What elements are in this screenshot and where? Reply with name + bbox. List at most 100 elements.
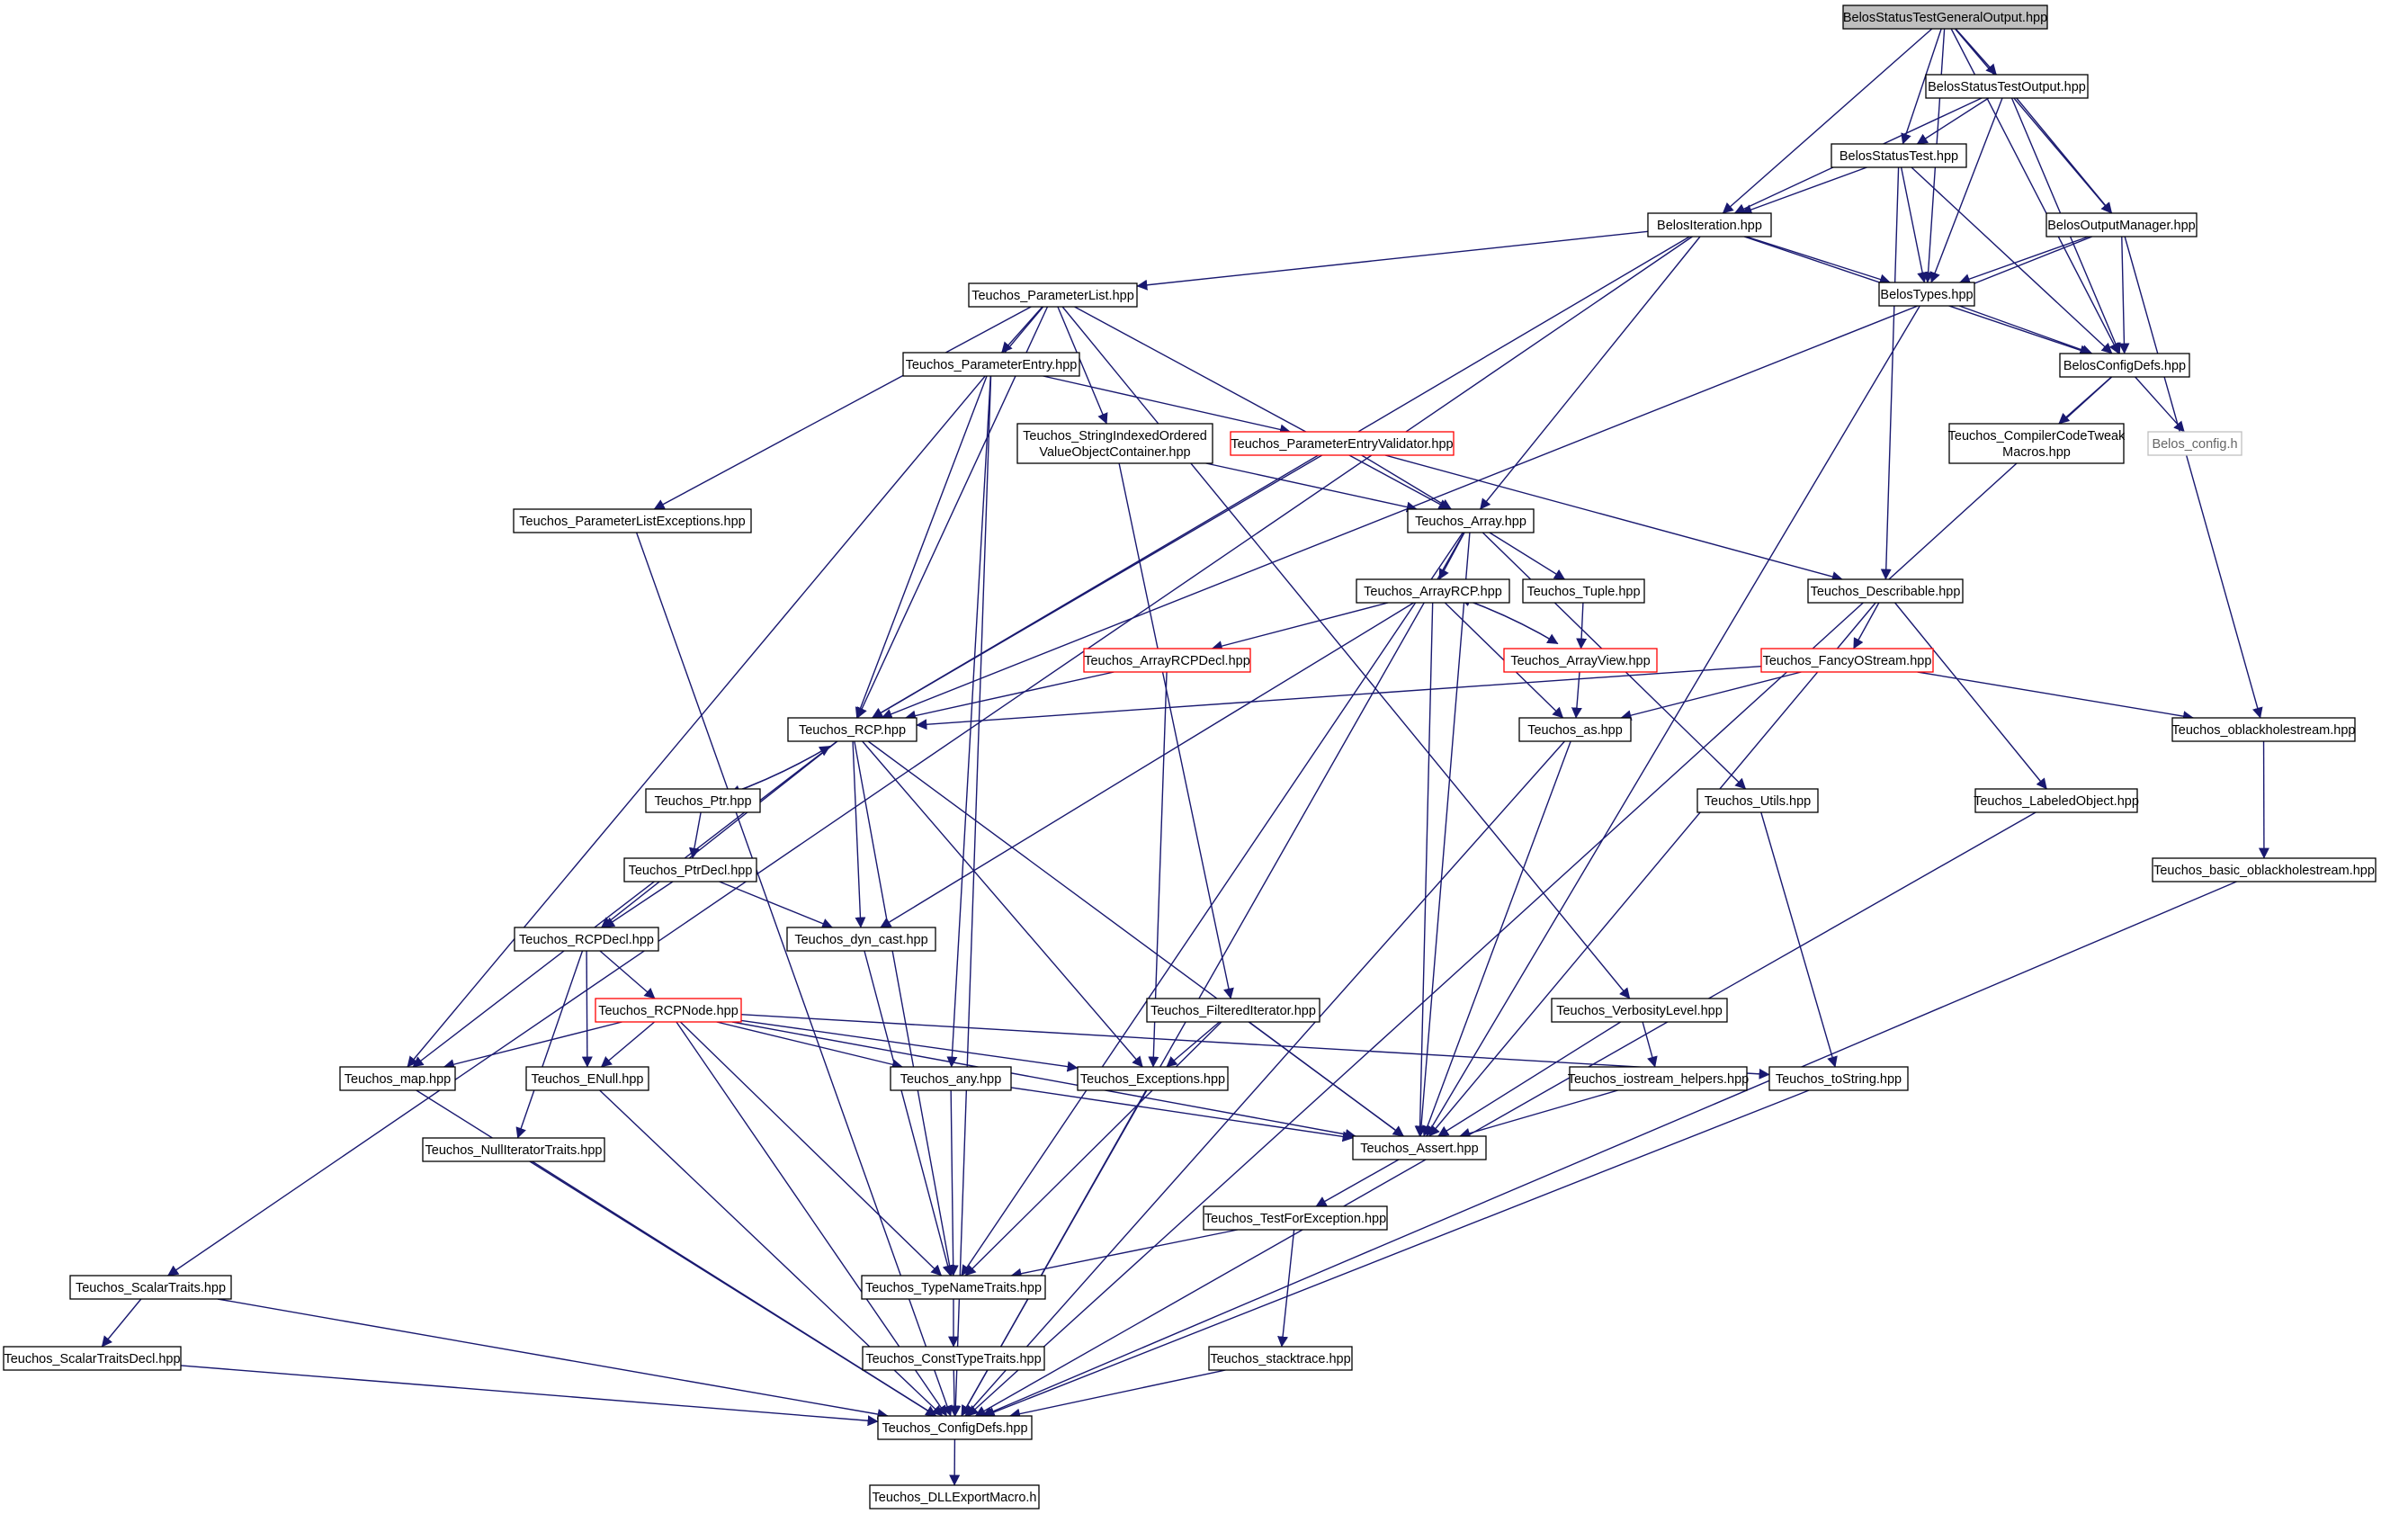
dependency-edge-stout-to-outmgr (2016, 97, 2113, 214)
file-node-arcp[interactable]: Teuchos_ArrayRCP.hpp (1356, 578, 1510, 604)
dependency-edge-pentry-to-tcfg (950, 375, 992, 1417)
dependency-edge-as-to-assert (1422, 740, 1571, 1137)
file-node-box (1878, 282, 1975, 307)
file-node-label: Teuchos_ParameterEntryValidator.hpp (1231, 437, 1453, 452)
file-node-dyncast[interactable]: Teuchos_dyn_cast.hpp (786, 927, 936, 952)
file-node-box (1407, 508, 1535, 533)
file-node-tuple[interactable]: Teuchos_Tuple.hpp (1522, 578, 1645, 604)
file-node-box (525, 1066, 649, 1091)
file-node-label: Teuchos_any.hpp (900, 1072, 1002, 1087)
file-node-box (623, 857, 757, 882)
file-node-stack[interactable]: Teuchos_stacktrace.hpp (1208, 1346, 1353, 1371)
file-node-rcpnode[interactable]: Teuchos_RCPNode.hpp (595, 998, 742, 1023)
file-node-labeled[interactable]: Teuchos_LabeledObject.hpp (1974, 788, 2139, 813)
dependency-edge-dyncast-to-typename (864, 950, 953, 1277)
file-node-box (69, 1275, 232, 1300)
file-node-box (1569, 1066, 1748, 1091)
file-node-tcfg[interactable]: Teuchos_ConfigDefs.hpp (877, 1415, 1033, 1440)
file-node-types[interactable]: BelosTypes.hpp (1878, 282, 1975, 307)
dependency-edge-filtiter-to-typename (964, 1021, 1222, 1277)
file-node-typename[interactable]: Teuchos_TypeNameTraits.hpp (861, 1275, 1046, 1300)
file-node-label: BelosTypes.hpp (1880, 288, 1973, 302)
file-node-scalardecl[interactable]: Teuchos_ScalarTraitsDecl.hpp (3, 1346, 182, 1371)
dependency-edge-pev-to-descr (1384, 454, 1843, 582)
file-node-box (513, 508, 752, 533)
file-node-label: Teuchos_LabeledObject.hpp (1974, 794, 2139, 809)
file-node-root: BelosStatusTestGeneralOutput.hpp (1842, 4, 2048, 30)
file-node-verb[interactable]: Teuchos_VerbosityLevel.hpp (1551, 998, 1728, 1023)
file-node-sioc[interactable]: Teuchos_StringIndexedOrderedValueObjectC… (1016, 423, 1213, 464)
dependency-edge-rcpnode-to-tostring (740, 1014, 1770, 1080)
file-node-ptrdecl[interactable]: Teuchos_PtrDecl.hpp (623, 857, 757, 882)
file-node-pev[interactable]: Teuchos_ParameterEntryValidator.hpp (1230, 431, 1455, 456)
file-node-testexc[interactable]: Teuchos_TestForException.hpp (1203, 1205, 1388, 1231)
dependency-edge-arcp-to-assert (1414, 602, 1434, 1137)
dependency-edge-scalardecl-to-tcfg (180, 1365, 879, 1427)
file-node-label: Teuchos_ConstTypeTraits.hpp (865, 1352, 1041, 1366)
file-node-bconfig[interactable]: Belos_config.h (2147, 431, 2242, 456)
file-node-dll[interactable]: Teuchos_DLLExportMacro.h (869, 1484, 1040, 1510)
file-node-boblack[interactable]: Teuchos_basic_oblackholestream.hpp (2152, 857, 2377, 882)
dependency-edge-outmgr-to-rcp (881, 236, 2093, 720)
file-node-iter[interactable]: BelosIteration.hpp (1647, 212, 1772, 237)
file-node-utils[interactable]: Teuchos_Utils.hpp (1696, 788, 1819, 813)
dependency-edge-root-to-iter (1722, 28, 1933, 214)
file-node-nulliter[interactable]: Teuchos_NullIteratorTraits.hpp (422, 1137, 605, 1162)
file-node-ioshelp[interactable]: Teuchos_iostream_helpers.hpp (1568, 1066, 1750, 1091)
file-node-label: Teuchos_FilteredIterator.hpp (1150, 1004, 1316, 1018)
file-node-plist[interactable]: Teuchos_ParameterList.hpp (968, 282, 1138, 308)
file-node-enull[interactable]: Teuchos_ENull.hpp (525, 1066, 649, 1091)
file-node-box (2171, 717, 2356, 742)
dependency-edge-st-to-descr (1880, 166, 1900, 580)
file-node-plex[interactable]: Teuchos_ParameterListExceptions.hpp (513, 508, 752, 533)
file-node-arcpdecl[interactable]: Teuchos_ArrayRCPDecl.hpp (1083, 648, 1251, 673)
file-node-aview[interactable]: Teuchos_ArrayView.hpp (1503, 648, 1658, 673)
file-node-filtiter[interactable]: Teuchos_FilteredIterator.hpp (1146, 998, 1320, 1023)
file-node-outmgr[interactable]: BelosOutputManager.hpp (2045, 212, 2198, 237)
file-node-descr[interactable]: Teuchos_Describable.hpp (1807, 578, 1964, 604)
file-node-assert[interactable]: Teuchos_Assert.hpp (1352, 1135, 1487, 1160)
file-node-pentry[interactable]: Teuchos_ParameterEntry.hpp (902, 352, 1080, 377)
dependency-edge-outmgr-to-cfgdefs (2118, 236, 2130, 354)
file-node-box (1842, 4, 2048, 30)
dependency-edge-verb-to-ioshelp (1642, 1021, 1658, 1068)
file-node-box (1016, 423, 1213, 464)
file-node-box (1974, 788, 2138, 813)
file-node-fancy[interactable]: Teuchos_FancyOStream.hpp (1760, 648, 1934, 673)
file-node-cfgdefs[interactable]: BelosConfigDefs.hpp (2059, 353, 2190, 378)
file-node-box (1948, 423, 2125, 464)
file-node-label: Teuchos_DLLExportMacro.h (873, 1491, 1037, 1505)
file-node-rcp[interactable]: Teuchos_RCP.hpp (787, 717, 918, 742)
dependency-edge-fancy-to-as (1620, 671, 1802, 721)
file-node-label: BelosStatusTestGeneralOutput.hpp (1843, 11, 2047, 25)
file-node-label: BelosConfigDefs.hpp (2063, 359, 2186, 373)
file-node-tostring[interactable]: Teuchos_toString.hpp (1768, 1066, 1909, 1091)
file-node-label: Teuchos_Exceptions.hpp (1080, 1072, 1225, 1087)
file-node-scalar[interactable]: Teuchos_ScalarTraits.hpp (69, 1275, 232, 1300)
file-node-except[interactable]: Teuchos_Exceptions.hpp (1077, 1066, 1229, 1091)
file-node-box (1208, 1346, 1353, 1371)
file-node-as[interactable]: Teuchos_as.hpp (1518, 717, 1632, 742)
file-node-label: Teuchos_ParameterList.hpp (971, 289, 1134, 303)
file-node-box (890, 1066, 1012, 1091)
file-node-any[interactable]: Teuchos_any.hpp (890, 1066, 1012, 1091)
dependency-edge-assert-to-testexc (1315, 1159, 1400, 1207)
file-node-rcpdecl[interactable]: Teuchos_RCPDecl.hpp (514, 927, 659, 952)
dependency-edge-outmgr-to-oblack (2124, 236, 2263, 719)
file-node-label: Teuchos_VerbosityLevel.hpp (1556, 1004, 1723, 1018)
file-node-oblack[interactable]: Teuchos_oblackholestream.hpp (2171, 717, 2356, 742)
file-node-box (1203, 1205, 1388, 1231)
file-node-consttype[interactable]: Teuchos_ConstTypeTraits.hpp (862, 1346, 1045, 1371)
dependency-edge-labeled-to-tcfg (974, 811, 2037, 1417)
dependency-edge-plex-to-tcfg (635, 532, 953, 1417)
file-node-ptr[interactable]: Teuchos_Ptr.hpp (645, 788, 761, 813)
dependency-edge-rcp-to-dyncast (852, 740, 866, 928)
file-node-st[interactable]: BelosStatusTest.hpp (1831, 143, 1967, 168)
file-node-stout[interactable]: BelosStatusTestOutput.hpp (1925, 74, 2089, 99)
file-node-map[interactable]: Teuchos_map.hpp (339, 1066, 456, 1091)
dependency-edge-descr-to-fancy (1853, 602, 1880, 649)
file-node-array[interactable]: Teuchos_Array.hpp (1407, 508, 1535, 533)
file-node-label: BelosStatusTestOutput.hpp (1928, 80, 2086, 94)
file-node-box (645, 788, 761, 813)
